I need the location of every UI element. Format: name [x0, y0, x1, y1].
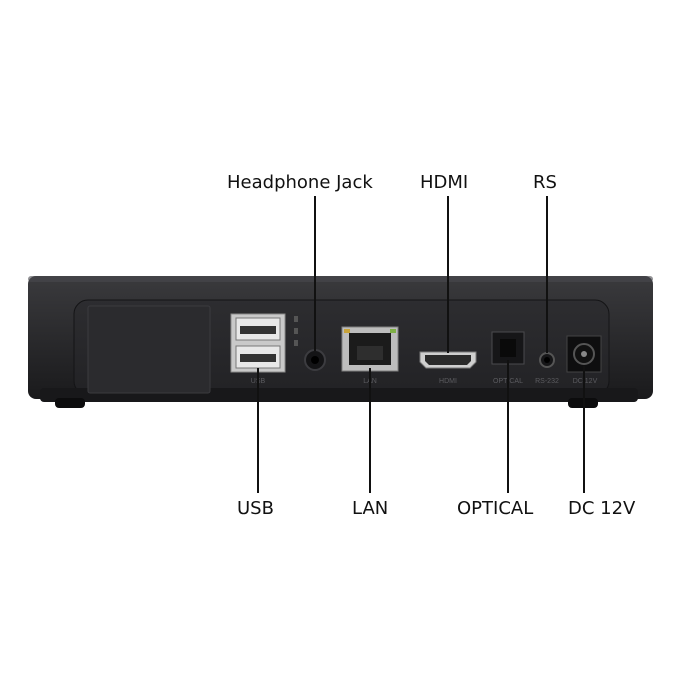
callout-dc: DC 12V: [568, 498, 636, 519]
callout-optical: OPTICAL: [457, 498, 534, 519]
headphone-jack-icon: [304, 349, 326, 371]
hdmi-port-icon: [419, 351, 477, 369]
leader-hdmi: [447, 196, 449, 353]
callout-hdmi: HDMI: [420, 172, 469, 193]
leader-rs: [546, 196, 548, 353]
indicator-legend: [294, 316, 298, 346]
callout-usb: USB: [237, 498, 274, 519]
leader-usb: [257, 368, 259, 493]
optical-port-icon: [491, 331, 525, 365]
leader-headphone: [314, 196, 316, 351]
audio-jack-icon: [539, 352, 555, 368]
callout-headphone-jack: Headphone Jack: [227, 172, 373, 193]
callout-rs: RS: [533, 172, 557, 193]
silk-dc: DC 12V: [573, 378, 598, 385]
leader-lan: [369, 368, 371, 493]
foot-left: [55, 398, 85, 408]
ethernet-port-icon: [341, 326, 399, 372]
usb-port-icon: [230, 313, 286, 373]
leader-dc: [583, 366, 585, 493]
silk-rs: RS-232: [535, 378, 559, 385]
leader-optical: [507, 360, 509, 493]
callout-lan: LAN: [352, 498, 389, 519]
cover-plate: [87, 305, 211, 394]
silk-hdmi: HDMI: [439, 378, 457, 385]
